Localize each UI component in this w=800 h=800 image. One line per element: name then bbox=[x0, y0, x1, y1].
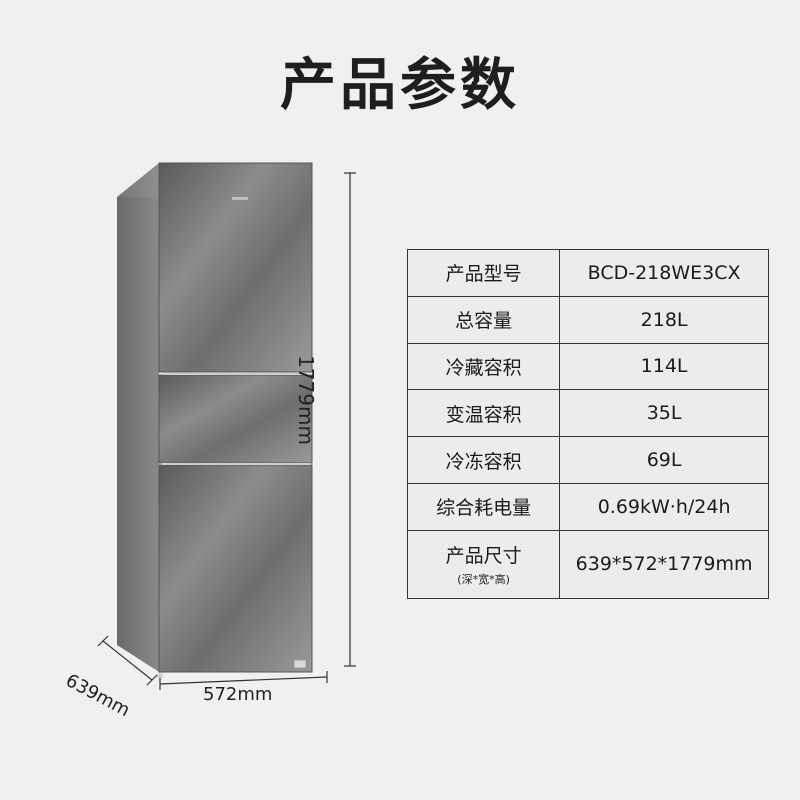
depth-dimension-line bbox=[102, 640, 153, 681]
width-dimension-label: 572mm bbox=[203, 684, 273, 705]
width-dimension-line bbox=[159, 676, 328, 685]
spec-row-fridge-capacity: 冷藏容积 114L bbox=[406, 342, 769, 391]
height-dimension-label: 1779mm bbox=[294, 355, 318, 445]
fridge-middle-drawer bbox=[158, 374, 313, 464]
page-title: 产品参数 bbox=[280, 53, 520, 118]
spec-value: 639*572*1779mm bbox=[559, 529, 769, 599]
depth-dimension-tick bbox=[97, 635, 109, 647]
spec-value: 69L bbox=[559, 436, 769, 484]
spec-label: 产品型号 bbox=[406, 249, 561, 297]
spec-value: 35L bbox=[559, 389, 769, 438]
spec-row-product-size: 产品尺寸 (深*宽*高) 639*572*1779mm bbox=[406, 529, 769, 599]
spec-label: 冷藏容积 bbox=[406, 342, 561, 391]
spec-value: 114L bbox=[559, 342, 769, 391]
spec-label-cell: 产品尺寸 (深*宽*高) bbox=[406, 529, 561, 599]
fridge-top-door bbox=[158, 162, 313, 373]
spec-label: 产品尺寸 bbox=[445, 545, 522, 568]
spec-value: BCD-218WE3CX bbox=[559, 249, 769, 297]
spec-row-power-consumption: 综合耗电量 0.69kW·h/24h bbox=[406, 482, 769, 531]
fridge-wheel bbox=[157, 673, 163, 679]
spec-table: 产品型号 BCD-218WE3CX 总容量 218L 冷藏容积 114L 变温容… bbox=[406, 249, 769, 599]
spec-label: 冷冻容积 bbox=[406, 436, 561, 484]
spec-sublabel: (深*宽*高) bbox=[457, 573, 510, 587]
spec-row-variable-capacity: 变温容积 35L bbox=[406, 389, 769, 438]
spec-label: 综合耗电量 bbox=[406, 482, 561, 531]
spec-row-model: 产品型号 BCD-218WE3CX bbox=[406, 249, 769, 297]
spec-row-total-capacity: 总容量 218L bbox=[406, 295, 769, 344]
brand-logo bbox=[232, 197, 248, 200]
fridge-side-panel bbox=[117, 163, 159, 672]
fridge-bottom-drawer bbox=[158, 464, 313, 673]
spec-row-freezer-capacity: 冷冻容积 69L bbox=[406, 436, 769, 484]
depth-dimension-tick bbox=[146, 674, 158, 686]
spec-value: 0.69kW·h/24h bbox=[559, 482, 769, 531]
spec-label: 总容量 bbox=[406, 295, 561, 344]
spec-value: 218L bbox=[559, 295, 769, 344]
fridge-foot bbox=[293, 659, 307, 669]
spec-label: 变温容积 bbox=[406, 389, 561, 438]
